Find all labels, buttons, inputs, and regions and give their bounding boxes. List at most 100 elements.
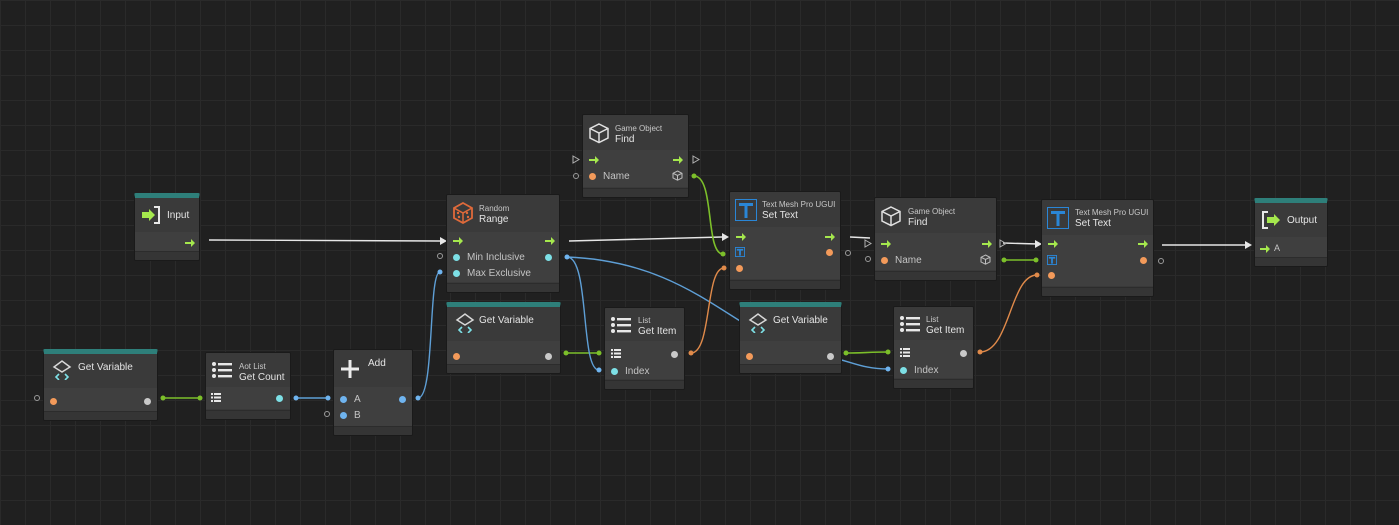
input-arrow-icon <box>142 206 160 224</box>
unconnected-port[interactable] <box>573 173 579 179</box>
flow-in-port[interactable] <box>881 240 891 248</box>
value-out-port[interactable] <box>545 353 552 360</box>
flow-out-port[interactable] <box>1138 240 1148 248</box>
name-in-port[interactable] <box>453 353 460 360</box>
node-subtitle: Game Object <box>908 207 956 216</box>
random-range-node[interactable]: Random Range Min Inclusive Max Exclusive <box>446 194 560 293</box>
value-out-port[interactable] <box>144 398 151 405</box>
flow-out-port[interactable] <box>982 240 992 248</box>
pin-label-a: A <box>354 394 361 405</box>
cube-icon[interactable] <box>672 170 683 181</box>
flow-wire-input-random <box>208 239 441 242</box>
text-t-icon <box>1047 207 1069 229</box>
node-subtitle: Text Mesh Pro UGUI <box>1075 208 1149 217</box>
value-out-port[interactable] <box>827 353 834 360</box>
input-node[interactable]: Input <box>134 193 200 261</box>
text-in-port[interactable] <box>736 265 743 272</box>
flow-out-port[interactable] <box>673 156 683 164</box>
flow-in-ghost-icon[interactable] <box>864 239 872 248</box>
item-out-port[interactable] <box>960 350 967 357</box>
flow-wire-settext1-find2 <box>849 236 871 239</box>
list-get-item-node-2[interactable]: List Get Item Index <box>893 306 974 389</box>
node-title: Input <box>167 210 190 221</box>
text-in-port[interactable] <box>1048 272 1055 279</box>
pin-label-name: Name <box>895 255 922 266</box>
unity-variable-icon <box>748 313 768 333</box>
list-icon <box>611 317 631 333</box>
get-variable-node-3[interactable]: Get Variable <box>739 302 842 374</box>
pin-label-b: B <box>354 410 361 421</box>
index-in-port[interactable] <box>611 368 618 375</box>
aot-list-get-count-node[interactable]: Aot List Get Count <box>205 352 291 420</box>
flow-in-port[interactable] <box>1260 245 1270 253</box>
cube-icon <box>881 206 901 227</box>
flow-in-port[interactable] <box>736 233 746 241</box>
flow-out-ghost-icon[interactable] <box>999 239 1007 248</box>
target-out-port[interactable] <box>826 249 833 256</box>
node-title: Set Text <box>762 210 798 221</box>
plus-icon <box>341 360 359 378</box>
min-in-port[interactable] <box>453 254 460 261</box>
list-icon[interactable] <box>900 348 910 357</box>
unconnected-port[interactable] <box>1158 258 1164 264</box>
name-in-port[interactable] <box>881 257 888 264</box>
name-in-port[interactable] <box>589 173 596 180</box>
text-t-icon[interactable] <box>735 247 745 257</box>
node-subtitle: Game Object <box>615 124 663 133</box>
node-title: Set Text <box>1075 218 1111 229</box>
set-text-node-2[interactable]: Text Mesh Pro UGUI Set Text <box>1041 199 1154 297</box>
node-title: Find <box>615 134 635 145</box>
node-title: Get Variable <box>479 315 534 326</box>
get-variable-node-2[interactable]: Get Variable <box>446 302 561 374</box>
flow-in-ghost-icon[interactable] <box>572 155 580 164</box>
text-t-icon[interactable] <box>1047 255 1057 265</box>
value-wire-get2-settext2 <box>979 274 1038 353</box>
node-title: Get Variable <box>78 362 133 373</box>
flow-in-port[interactable] <box>1048 240 1058 248</box>
unconnected-port[interactable] <box>865 256 871 262</box>
game-object-find-node-1[interactable]: Game Object Find Name <box>582 114 689 198</box>
unity-variable-icon <box>52 360 72 380</box>
unconnected-port[interactable] <box>437 253 443 259</box>
flow-in-port[interactable] <box>589 156 599 164</box>
b-in-port[interactable] <box>340 412 347 419</box>
node-subtitle: List <box>638 316 651 325</box>
flow-in-port[interactable] <box>453 237 463 245</box>
flow-out-ghost-icon[interactable] <box>692 155 700 164</box>
unconnected-port[interactable] <box>34 395 40 401</box>
set-text-node-1[interactable]: Text Mesh Pro UGUI Set Text <box>729 191 841 290</box>
node-title: Find <box>908 217 928 228</box>
node-title: Get Variable <box>773 315 828 326</box>
cube-icon[interactable] <box>980 254 991 265</box>
flow-arrow-settext1 <box>722 233 729 241</box>
count-out-port[interactable] <box>276 395 283 402</box>
name-in-port[interactable] <box>50 398 57 405</box>
result-out-port[interactable] <box>545 254 552 261</box>
target-out-port[interactable] <box>1140 257 1147 264</box>
add-node[interactable]: Add A B <box>333 349 413 436</box>
name-in-port[interactable] <box>746 353 753 360</box>
node-subtitle: Aot List <box>239 362 266 371</box>
list-icon[interactable] <box>611 349 621 358</box>
game-object-find-node-2[interactable]: Game Object Find Name <box>874 197 997 281</box>
index-in-port[interactable] <box>900 367 907 374</box>
a-in-port[interactable] <box>340 396 347 403</box>
sum-out-port[interactable] <box>399 396 406 403</box>
unconnected-port[interactable] <box>324 411 330 417</box>
list-icon <box>212 362 232 378</box>
list-get-item-node-1[interactable]: List Get Item Index <box>604 307 685 390</box>
item-out-port[interactable] <box>671 351 678 358</box>
get-variable-node-1[interactable]: Get Variable <box>43 349 158 421</box>
output-arrow-icon <box>1262 211 1280 229</box>
flow-out-port[interactable] <box>825 233 835 241</box>
pin-label-a: A <box>1274 243 1281 253</box>
max-in-port[interactable] <box>453 270 460 277</box>
unconnected-port[interactable] <box>845 250 851 256</box>
flow-out-port[interactable] <box>545 237 555 245</box>
list-icon[interactable] <box>211 393 221 402</box>
node-title: Get Item <box>926 325 965 336</box>
output-node[interactable]: Output A <box>1254 198 1328 267</box>
node-subtitle: Text Mesh Pro UGUI <box>762 200 836 209</box>
flow-out-port[interactable] <box>185 239 195 247</box>
